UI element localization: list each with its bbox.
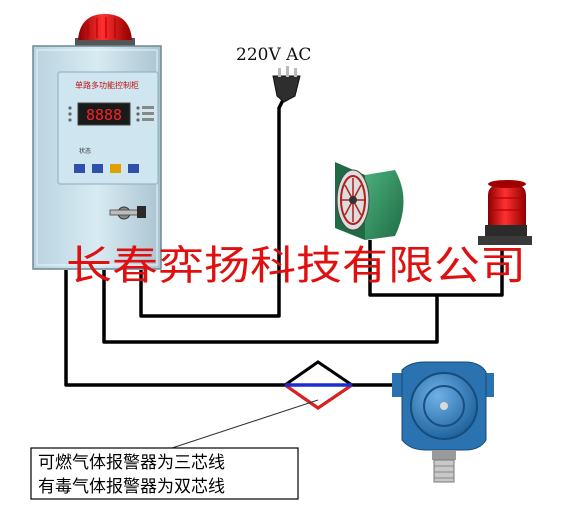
detector-wire-left xyxy=(64,270,285,387)
power-wire xyxy=(139,99,285,318)
wires xyxy=(64,99,504,387)
display-readout: 8888 xyxy=(86,106,122,124)
power-plug-icon xyxy=(272,66,301,103)
callout-pointer xyxy=(171,399,319,449)
key-lock-icon xyxy=(109,206,146,220)
panel-button-4 xyxy=(128,164,139,173)
company-watermark: 长春弈扬科技有限公司 xyxy=(66,243,526,289)
gas-detector xyxy=(392,361,494,483)
note-line-1: 可燃气体报警器为三芯线 xyxy=(38,453,225,473)
indicator-leds xyxy=(68,106,154,122)
panel-button-1 xyxy=(74,164,85,173)
output-wire xyxy=(102,270,439,344)
controller-title: 单路多功能控制柜 xyxy=(75,80,139,90)
cabinet-beacon xyxy=(75,14,135,48)
note-box: 可燃气体报警器为三芯线 有毒气体报警器为双芯线 xyxy=(30,447,299,500)
note-line-2: 有毒气体报警器为双芯线 xyxy=(38,477,225,497)
panel-buttons xyxy=(74,164,139,173)
exhaust-fan xyxy=(335,162,404,240)
panel-button-3 xyxy=(110,164,121,173)
panel-button-2 xyxy=(92,164,103,173)
wire-junction xyxy=(282,360,355,410)
power-label: 220V AC xyxy=(236,45,311,65)
alarm-beacon xyxy=(478,180,532,245)
controller-cabinet: 单路多功能控制柜 8888 状态 xyxy=(32,45,162,270)
status-label: 状态 xyxy=(79,147,91,155)
